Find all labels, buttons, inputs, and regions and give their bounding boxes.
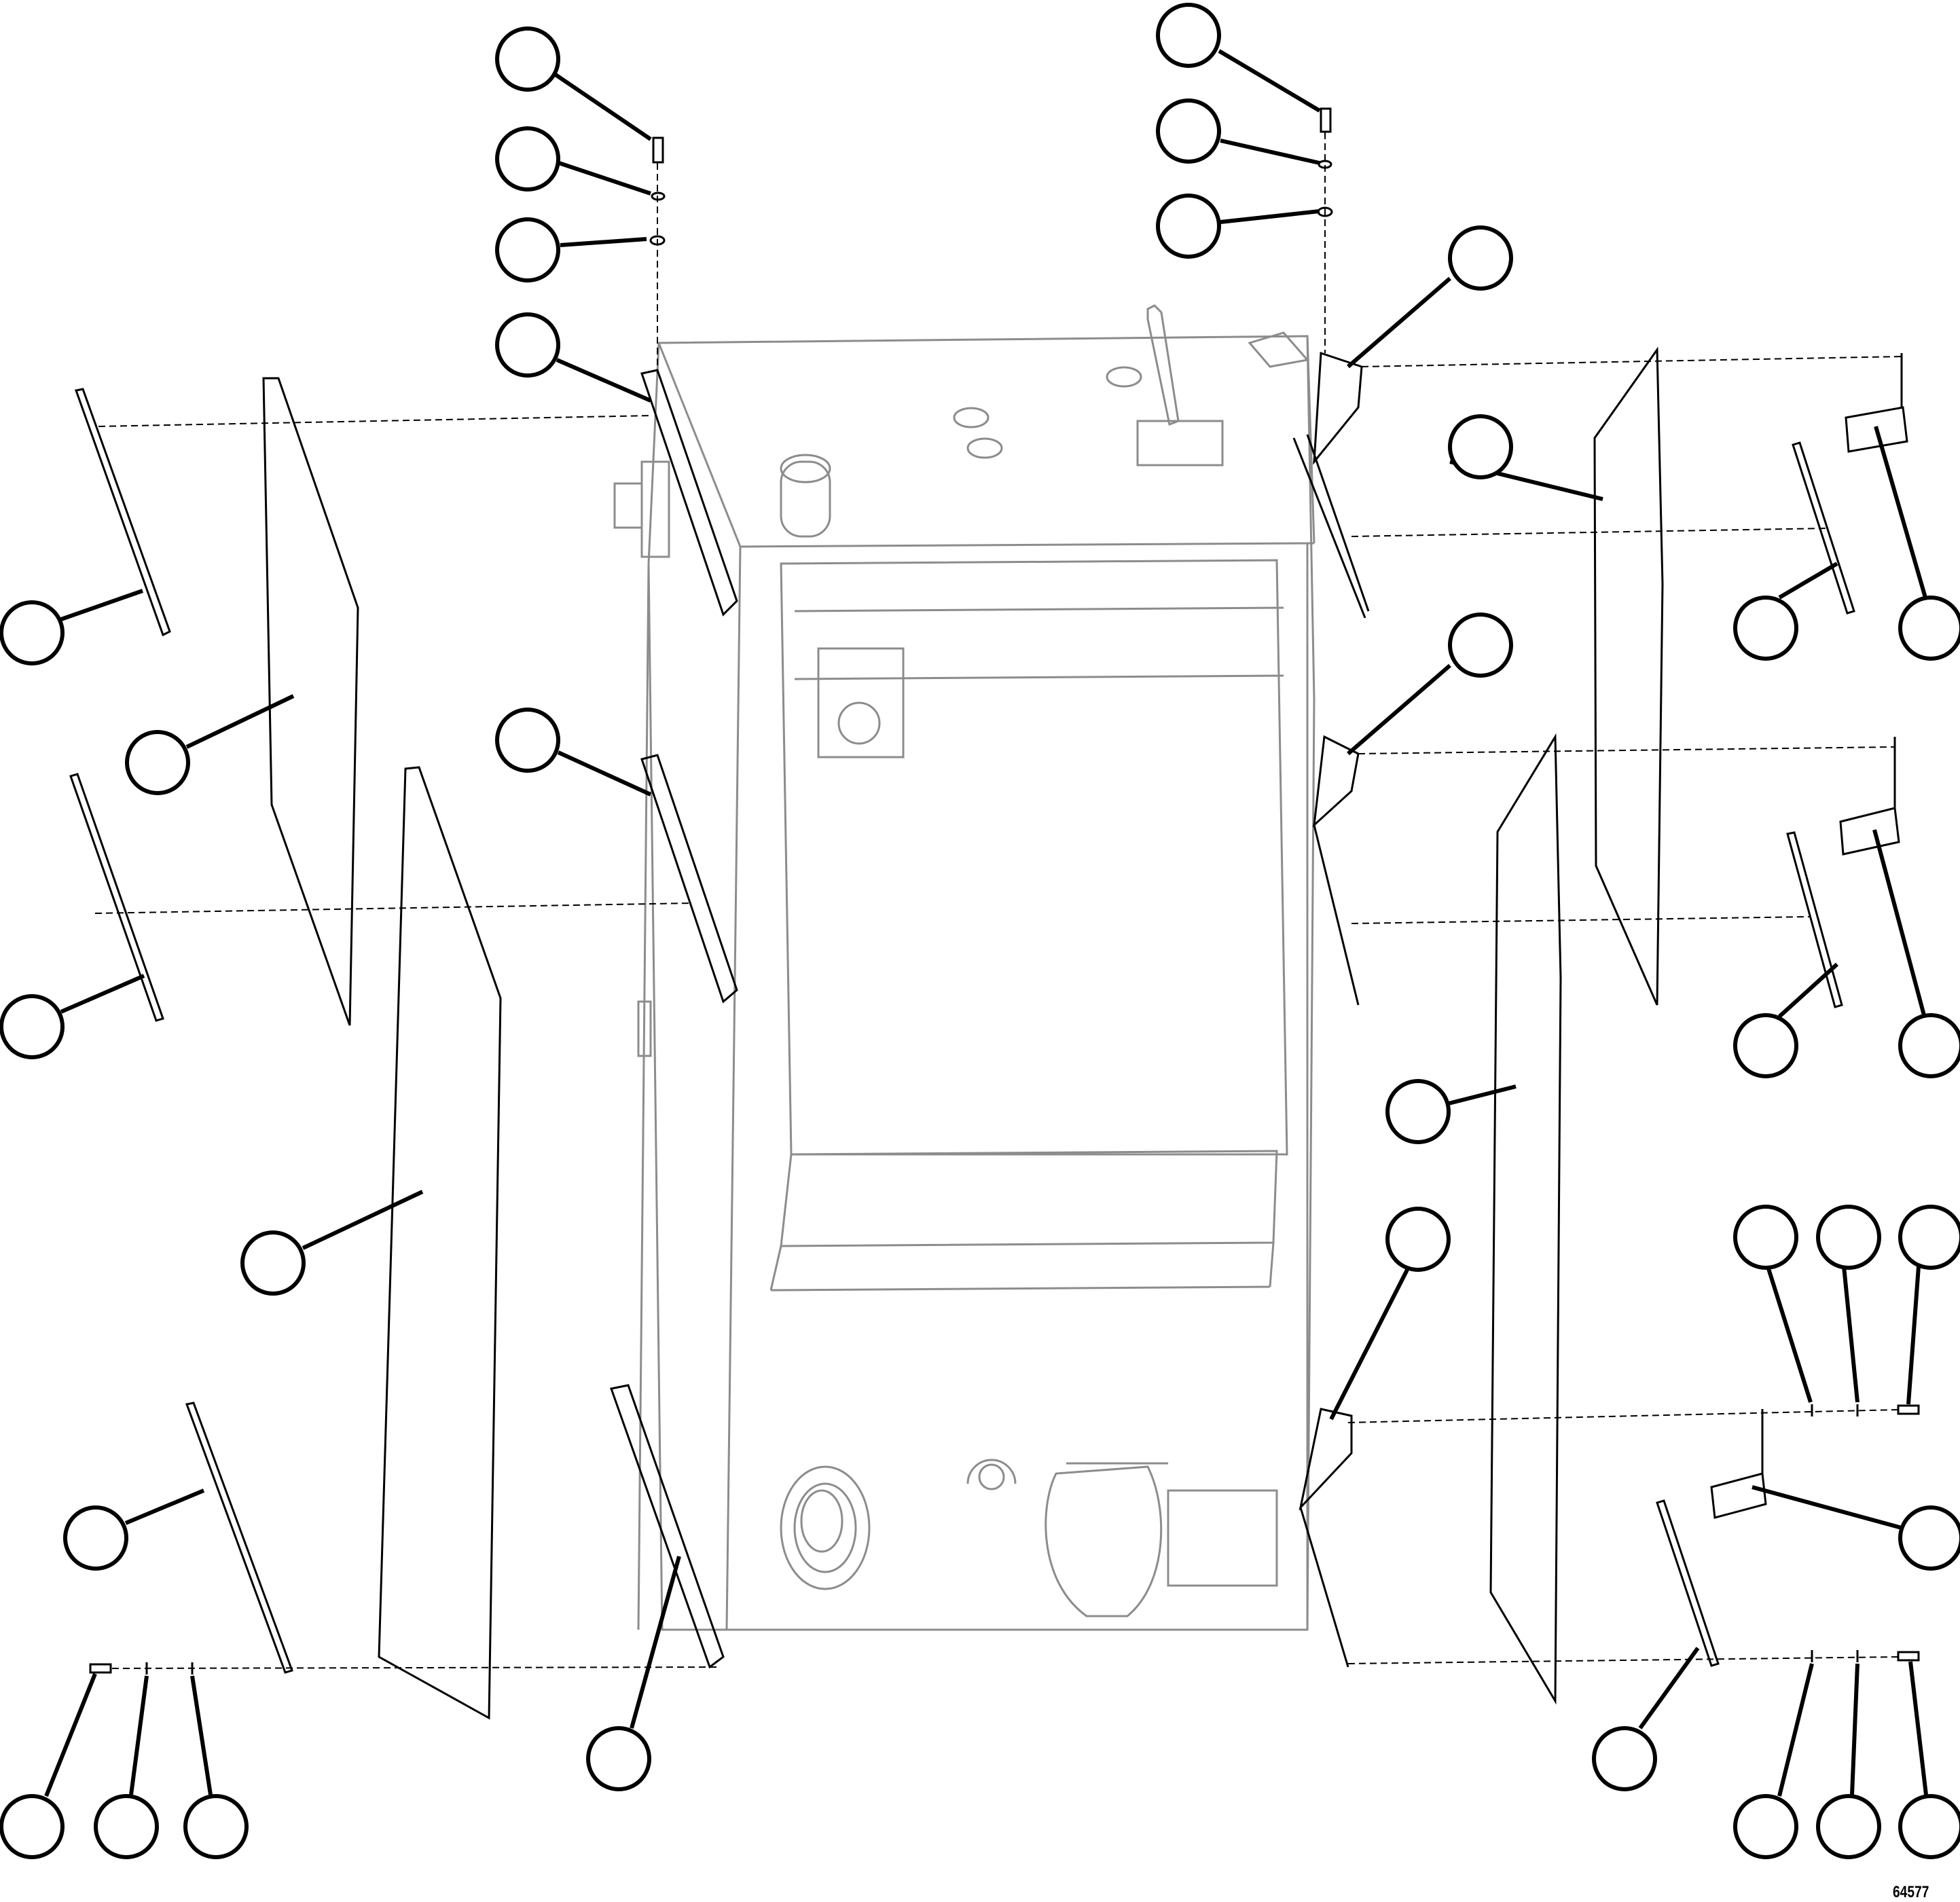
figure-number: 64577	[1893, 1883, 1929, 1901]
panel-upper-right	[1593, 346, 1664, 1006]
panels	[69, 346, 1908, 1720]
callout-bubble	[94, 1794, 159, 1859]
bolt-icon	[1897, 1404, 1920, 1415]
callout-bubble	[1156, 194, 1221, 259]
strip-lower-left	[185, 1402, 293, 1674]
callout-bubble	[1448, 612, 1513, 678]
callout-bubble	[0, 994, 65, 1059]
callout-bubble	[495, 312, 560, 378]
callout-bubble	[495, 26, 560, 92]
callout-bubble	[495, 217, 560, 282]
callout-bubble	[1733, 1205, 1798, 1270]
callout-bubble	[1448, 414, 1513, 479]
strip-middle-right	[1786, 831, 1843, 1008]
callout-bubble	[1898, 1794, 1960, 1859]
panel-lower-left	[378, 766, 502, 1720]
callout-bubble	[1898, 1013, 1960, 1078]
bolt-icon	[1320, 107, 1332, 133]
alignment-lines	[94, 132, 1902, 1669]
bolt-icon	[89, 1663, 112, 1674]
leader-lines	[44, 49, 1928, 1797]
callout-bubble	[1898, 1505, 1960, 1571]
callout-bubble	[1156, 3, 1221, 68]
strip-upper-left	[75, 388, 171, 637]
callout-bubble	[1733, 1013, 1798, 1078]
callout-bubble	[240, 1230, 306, 1296]
callout-bubble	[586, 1726, 651, 1791]
callout-bubble	[1448, 225, 1513, 291]
angle-bracket-middle-right	[1839, 807, 1900, 856]
callout-bubble	[1592, 1726, 1657, 1791]
bolt-icon	[1897, 1651, 1920, 1662]
callout-bubble	[1156, 98, 1221, 164]
panel-upper-left	[262, 377, 359, 1026]
bolt-icon	[652, 136, 664, 164]
strip-middle-left	[69, 773, 164, 1022]
callout-bubble	[1816, 1794, 1881, 1859]
machine-body	[613, 304, 1315, 1631]
callout-bubble	[63, 1505, 128, 1571]
callout-bubble	[0, 600, 65, 665]
angle-bracket-lower-right	[1710, 1472, 1767, 1519]
strip-lower-right	[1656, 1499, 1720, 1667]
callout-bubble	[183, 1794, 249, 1859]
callout-bubble	[495, 126, 560, 191]
callout-bubble	[1733, 1794, 1798, 1859]
callout-bubble	[1385, 1207, 1451, 1272]
callout-bubble	[495, 708, 560, 773]
callout-bubble	[0, 1794, 65, 1859]
callout-bubble	[125, 730, 190, 795]
callout-bubble	[1733, 596, 1798, 661]
panel-lower-right	[1489, 733, 1562, 1705]
callout-bubble	[1385, 1079, 1451, 1144]
callout-bubble	[1816, 1205, 1881, 1270]
callouts	[0, 3, 1960, 1859]
callout-bubble	[1898, 1205, 1960, 1270]
mounting-brackets	[610, 351, 1370, 1669]
callout-bubble	[1898, 596, 1960, 661]
